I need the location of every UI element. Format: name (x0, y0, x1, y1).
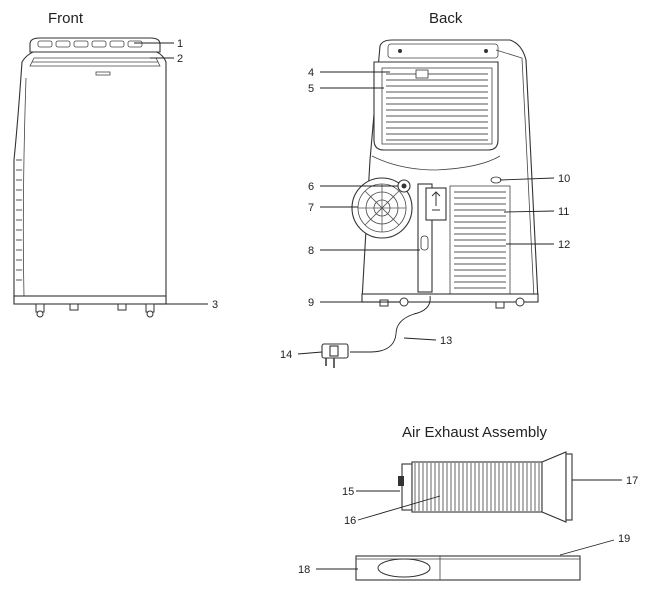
leader-lines (134, 42, 622, 570)
callout-5: 5 (308, 83, 314, 95)
callout-9: 9 (308, 297, 314, 309)
callout-4: 4 (308, 67, 314, 79)
callout-10: 10 (558, 173, 570, 185)
upper-filter-frame (373, 61, 499, 151)
exhaust-hose (398, 451, 573, 523)
callout-1: 1 (177, 38, 183, 50)
callout-17: 17 (626, 475, 638, 487)
hose-flared-end (541, 451, 567, 523)
front-title: Front (48, 10, 84, 27)
back-caster-wheels (379, 297, 525, 309)
power-cord (350, 295, 431, 353)
window-slider-kit (355, 555, 581, 581)
back-title: Back (429, 10, 463, 27)
callout-2: 2 (177, 53, 183, 65)
callout-16: 16 (344, 515, 356, 527)
power-plug (321, 343, 349, 368)
callout-18: 18 (298, 564, 310, 576)
exhaust-assembly-title: Air Exhaust Assembly (402, 424, 548, 441)
callout-6: 6 (308, 181, 314, 193)
callout-7: 7 (308, 202, 314, 214)
base (13, 295, 167, 305)
lower-air-intake-grill (454, 191, 506, 289)
callout-3: 3 (212, 299, 218, 311)
front-unit (13, 37, 167, 318)
callout-11: 11 (558, 206, 569, 218)
air-outlet (29, 57, 161, 67)
callout-8: 8 (308, 245, 314, 257)
callout-19: 19 (618, 533, 630, 545)
callout-13: 13 (440, 335, 452, 347)
callout-14: 14 (280, 349, 292, 361)
slider-hole (377, 558, 431, 578)
control-panel (29, 37, 161, 53)
callout-numbers: 1 2 3 4 5 6 7 8 9 10 11 12 13 14 15 16 1… (177, 38, 638, 576)
callout-12: 12 (558, 239, 570, 251)
upper-air-filter-grill (386, 73, 488, 141)
hose-adapter-end (401, 463, 413, 511)
callout-15: 15 (342, 486, 354, 498)
caster-wheels (35, 303, 155, 318)
window-adapter (565, 453, 573, 521)
back-unit (321, 39, 539, 368)
